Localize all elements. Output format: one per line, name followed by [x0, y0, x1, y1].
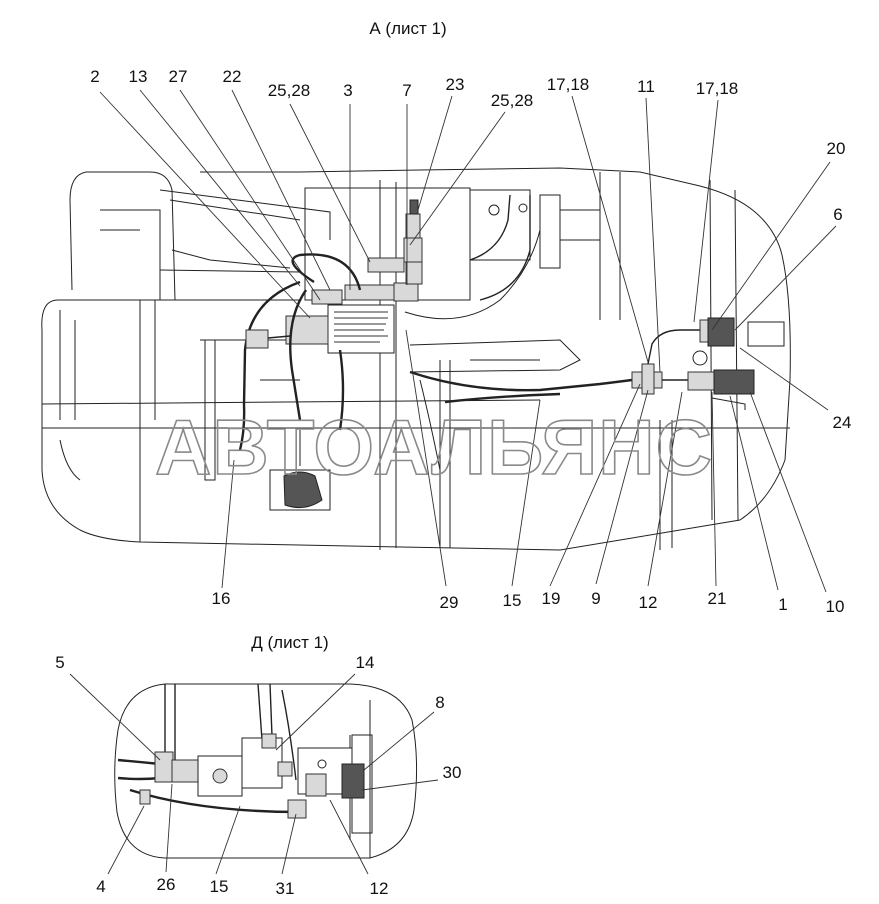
label-a-21: 21: [708, 589, 727, 608]
view-d-labels: 5 14 8 30 4 26 15 31 12: [55, 653, 461, 898]
valve-block: [327, 304, 395, 354]
label-a-7: 7: [402, 81, 411, 100]
label-a-1: 1: [778, 595, 787, 614]
label-a-11: 11: [637, 77, 655, 96]
view-d: Д (лист 1): [55, 633, 461, 898]
view-a: А (лист 1): [41, 19, 851, 616]
label-a-17-18-left: 17,18: [547, 75, 590, 94]
view-a-title: А (лист 1): [369, 19, 446, 38]
label-a-23: 23: [446, 75, 465, 94]
label-a-15: 15: [503, 591, 522, 610]
label-a-3: 3: [343, 81, 352, 100]
label-a-20: 20: [827, 139, 846, 158]
label-d-14: 14: [356, 653, 375, 672]
label-a-19: 19: [542, 589, 561, 608]
label-a-13: 13: [129, 67, 148, 86]
label-a-25-28-right: 25,28: [491, 91, 534, 110]
view-a-labels: 2 13 27 22 25,28 3 7 23 25,28 17,18 11 1…: [90, 67, 851, 616]
label-d-8: 8: [435, 693, 444, 712]
label-a-22: 22: [223, 67, 242, 86]
label-d-26: 26: [157, 875, 176, 894]
label-d-5: 5: [55, 653, 64, 672]
label-a-9: 9: [591, 589, 600, 608]
label-d-4: 4: [96, 877, 105, 896]
label-a-6: 6: [833, 205, 842, 224]
label-d-31: 31: [276, 879, 295, 898]
label-a-2: 2: [90, 67, 99, 86]
label-a-16: 16: [212, 589, 231, 608]
label-d-30: 30: [443, 763, 462, 782]
label-a-12: 12: [639, 593, 658, 612]
label-a-24: 24: [833, 413, 852, 432]
label-a-27: 27: [169, 67, 188, 86]
view-d-title: Д (лист 1): [251, 633, 328, 652]
label-a-29: 29: [440, 593, 459, 612]
label-a-25-28-left: 25,28: [268, 81, 311, 100]
label-d-12: 12: [370, 879, 389, 898]
label-a-17-18-right: 17,18: [696, 79, 739, 98]
label-d-15: 15: [210, 877, 229, 896]
label-a-10: 10: [826, 597, 845, 616]
watermark: АВТОАЛЬЯНС: [155, 403, 713, 491]
